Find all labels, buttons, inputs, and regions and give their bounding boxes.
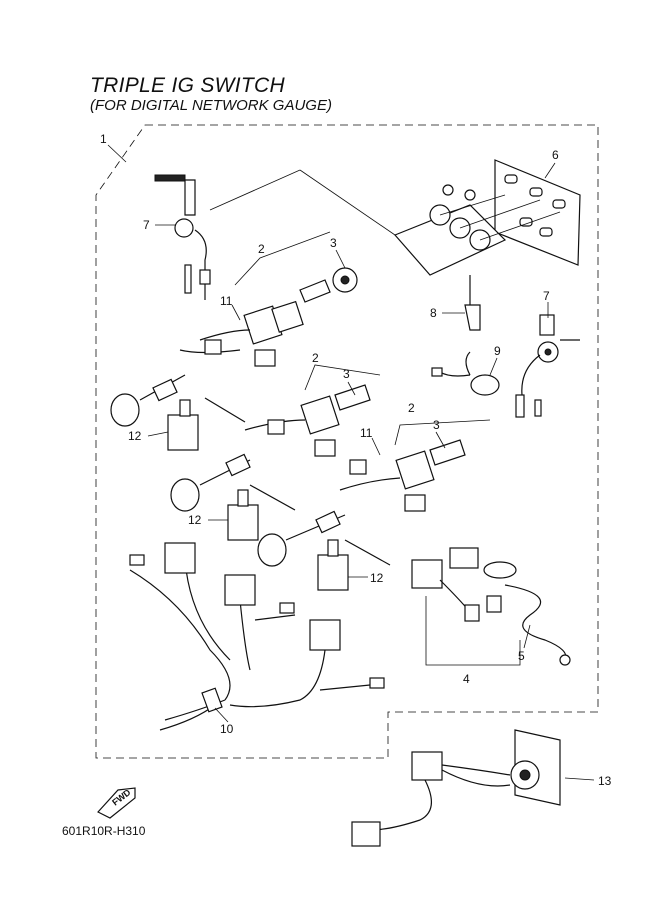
callout-13: 13 — [598, 774, 612, 788]
callout-3-leader-upper — [335, 249, 346, 269]
callout-9: 9 — [494, 344, 501, 358]
callout-1-leader — [107, 144, 127, 163]
callout-2-leader-middle — [304, 364, 381, 391]
callout-3-upper: 3 — [330, 236, 337, 250]
callout-8: 8 — [430, 306, 437, 320]
callout-12a-leader — [147, 431, 169, 437]
callout-2-leader-lower — [394, 419, 491, 446]
mounting-plate-part — [494, 159, 581, 266]
callout-6-leader — [544, 162, 556, 179]
callout-2-upper: 2 — [258, 242, 265, 256]
relay-part-12a — [167, 397, 246, 451]
callout-10-leader — [214, 707, 229, 723]
callout-4-leader — [425, 596, 521, 666]
drawing-number: 601R10R-H310 — [62, 824, 146, 838]
wire-harness-part-10 — [129, 542, 385, 731]
harness-part-13 — [351, 729, 561, 847]
forward-direction-arrow: FWD — [97, 787, 136, 819]
key-switch-lower — [257, 439, 466, 567]
cable-clamp-part-right — [515, 314, 580, 418]
diagram-subtitle: (FOR DIGITAL NETWORK GAUGE) — [90, 97, 332, 114]
callout-5-leader — [523, 624, 531, 649]
callout-7-right: 7 — [543, 289, 550, 303]
diagram-title: TRIPLE IG SWITCH — [90, 74, 285, 97]
assembly-boundary — [95, 124, 599, 759]
lanyard-part-5 — [483, 561, 571, 666]
sensor-part-9 — [431, 351, 500, 396]
callout-4: 4 — [463, 672, 470, 686]
callout-11-leader-upper — [231, 304, 241, 321]
callout-12-middle: 12 — [188, 513, 202, 527]
callout-5: 5 — [518, 649, 525, 663]
cable-clamp-part-left — [154, 174, 211, 300]
callout-6: 6 — [552, 148, 559, 162]
callout-9-leader — [489, 357, 498, 376]
relay-part-12b — [227, 484, 296, 541]
callout-2-middle: 2 — [312, 351, 319, 365]
callout-13-leader — [564, 777, 595, 781]
bracket-part-8 — [464, 275, 481, 331]
relay-part-12c — [317, 539, 391, 591]
key-switch-middle — [170, 384, 371, 512]
callout-3-leader-middle — [347, 381, 356, 396]
callout-3-middle: 3 — [343, 367, 350, 381]
callout-12-upper: 12 — [128, 429, 142, 443]
callout-11-lower: 11 — [360, 426, 373, 440]
bracket-assembly — [209, 169, 561, 276]
callout-7-left: 7 — [143, 218, 150, 232]
callout-10: 10 — [220, 722, 234, 736]
key-switch-upper — [110, 267, 358, 427]
callout-11-upper: 11 — [220, 294, 233, 308]
callout-3-leader-lower — [435, 431, 446, 449]
callout-12-lower: 12 — [370, 571, 384, 585]
callout-2-leader-upper — [234, 231, 331, 286]
callout-1: 1 — [100, 132, 107, 146]
switch-harness-part-4 — [411, 547, 502, 622]
callout-2-lower: 2 — [408, 401, 415, 415]
callout-3-lower: 3 — [433, 418, 440, 432]
callout-11-leader-lower — [371, 437, 381, 456]
